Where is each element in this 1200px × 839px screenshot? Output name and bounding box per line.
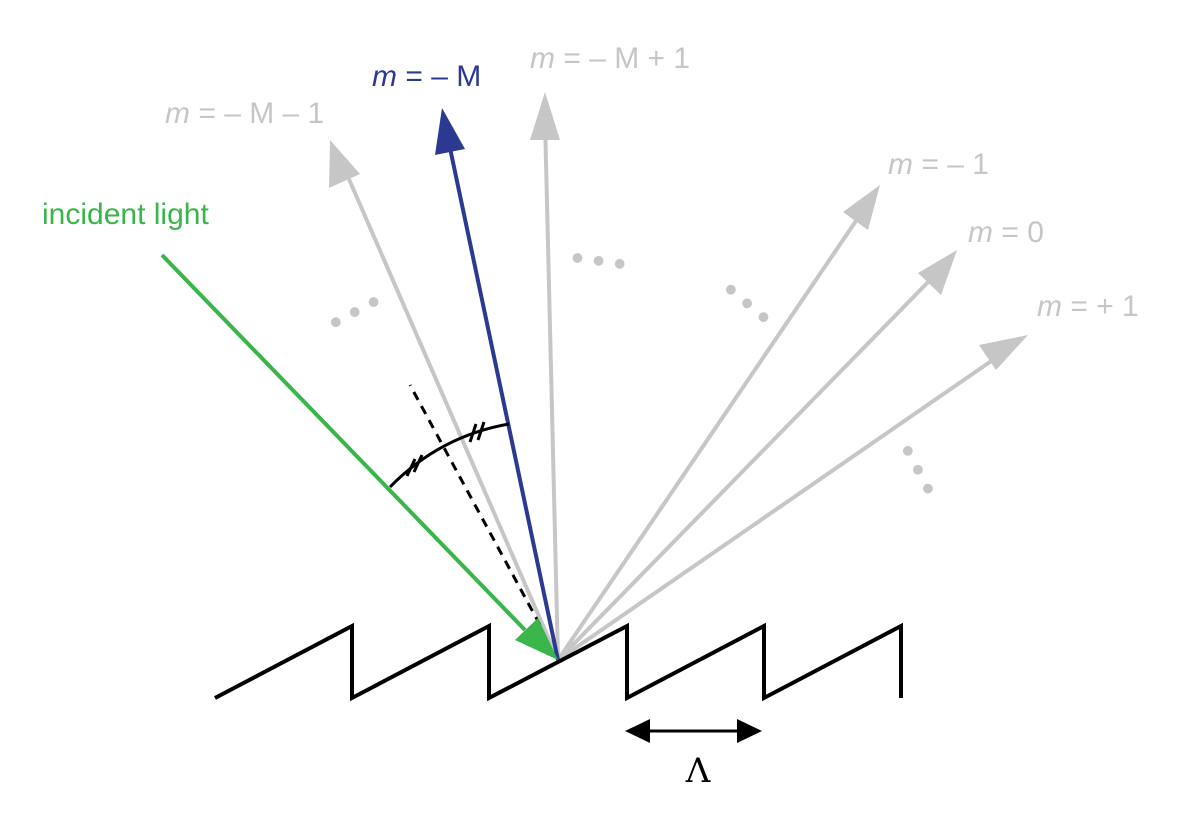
- tick-mark: [468, 423, 478, 443]
- label-m-zero: m = 0: [968, 216, 1044, 249]
- arrowheads-gray: [329, 92, 1028, 370]
- order-variable: m: [530, 42, 555, 75]
- order-value: = 0: [993, 216, 1044, 249]
- period-arrowhead-left: [625, 719, 650, 743]
- incident-light-ray: [160, 253, 527, 632]
- order-value: = – M + 1: [555, 42, 690, 75]
- order-value: = – 1: [913, 148, 989, 181]
- period-arrowhead-right: [737, 719, 762, 743]
- incident-arrowhead: [515, 618, 558, 660]
- arrowhead-m-plus-1: [979, 335, 1028, 370]
- order-line-m-plus-1: [556, 353, 1002, 662]
- arrowhead-m-zero: [918, 250, 957, 295]
- tick-mark: [405, 458, 417, 477]
- order-value: = + 1: [1062, 290, 1139, 323]
- ellipsis-top: • • •: [569, 238, 628, 283]
- order-value: = – M: [397, 60, 481, 93]
- angle-arc: [388, 422, 510, 489]
- label-m-minus-M-minus-1: m = – M – 1: [165, 97, 324, 130]
- grating-period-arrow: [625, 719, 762, 743]
- ellipsis-right: • • •: [888, 437, 947, 503]
- diffracted-orders-gray: [343, 119, 1002, 662]
- order-variable: m: [888, 148, 913, 181]
- order-variable: m: [165, 97, 190, 130]
- tick-mark: [476, 421, 486, 441]
- arrowhead-m-minus-M-plus-1: [530, 92, 560, 140]
- order-line-m-zero: [556, 273, 937, 662]
- order-line-m-minus-M-minus-1: [343, 169, 560, 661]
- equal-angle-marks: [405, 421, 486, 477]
- facet-normal-dashed: [408, 384, 542, 626]
- label-m-plus-1: m = + 1: [1037, 290, 1139, 323]
- arrowhead-m-minus-M-minus-1: [329, 140, 360, 188]
- arrowhead-m-minus-M: [435, 108, 465, 155]
- arrowhead-m-minus-1: [843, 185, 880, 230]
- label-m-minus-M-plus-1: m = – M + 1: [530, 42, 690, 75]
- order-value: = – M – 1: [190, 97, 324, 130]
- label-m-minus-M: m = – M: [372, 60, 481, 93]
- period-label: Λ: [685, 751, 711, 791]
- tick-mark: [412, 454, 424, 473]
- incident-light-label: incident light: [42, 198, 209, 231]
- order-variable: m: [968, 216, 993, 249]
- blazed-grating-profile: [214, 622, 903, 702]
- label-m-minus-1: m = – 1: [888, 148, 989, 181]
- ellipsis-left: • • •: [322, 283, 388, 342]
- order-line-m-minus-M-plus-1: [543, 119, 560, 661]
- order-line-m-minus-1: [556, 210, 864, 662]
- order-variable: m: [372, 60, 397, 93]
- ellipsis-middle: • • •: [714, 271, 780, 335]
- order-line-m-minus-M: [448, 147, 560, 661]
- order-variable: m: [1037, 290, 1062, 323]
